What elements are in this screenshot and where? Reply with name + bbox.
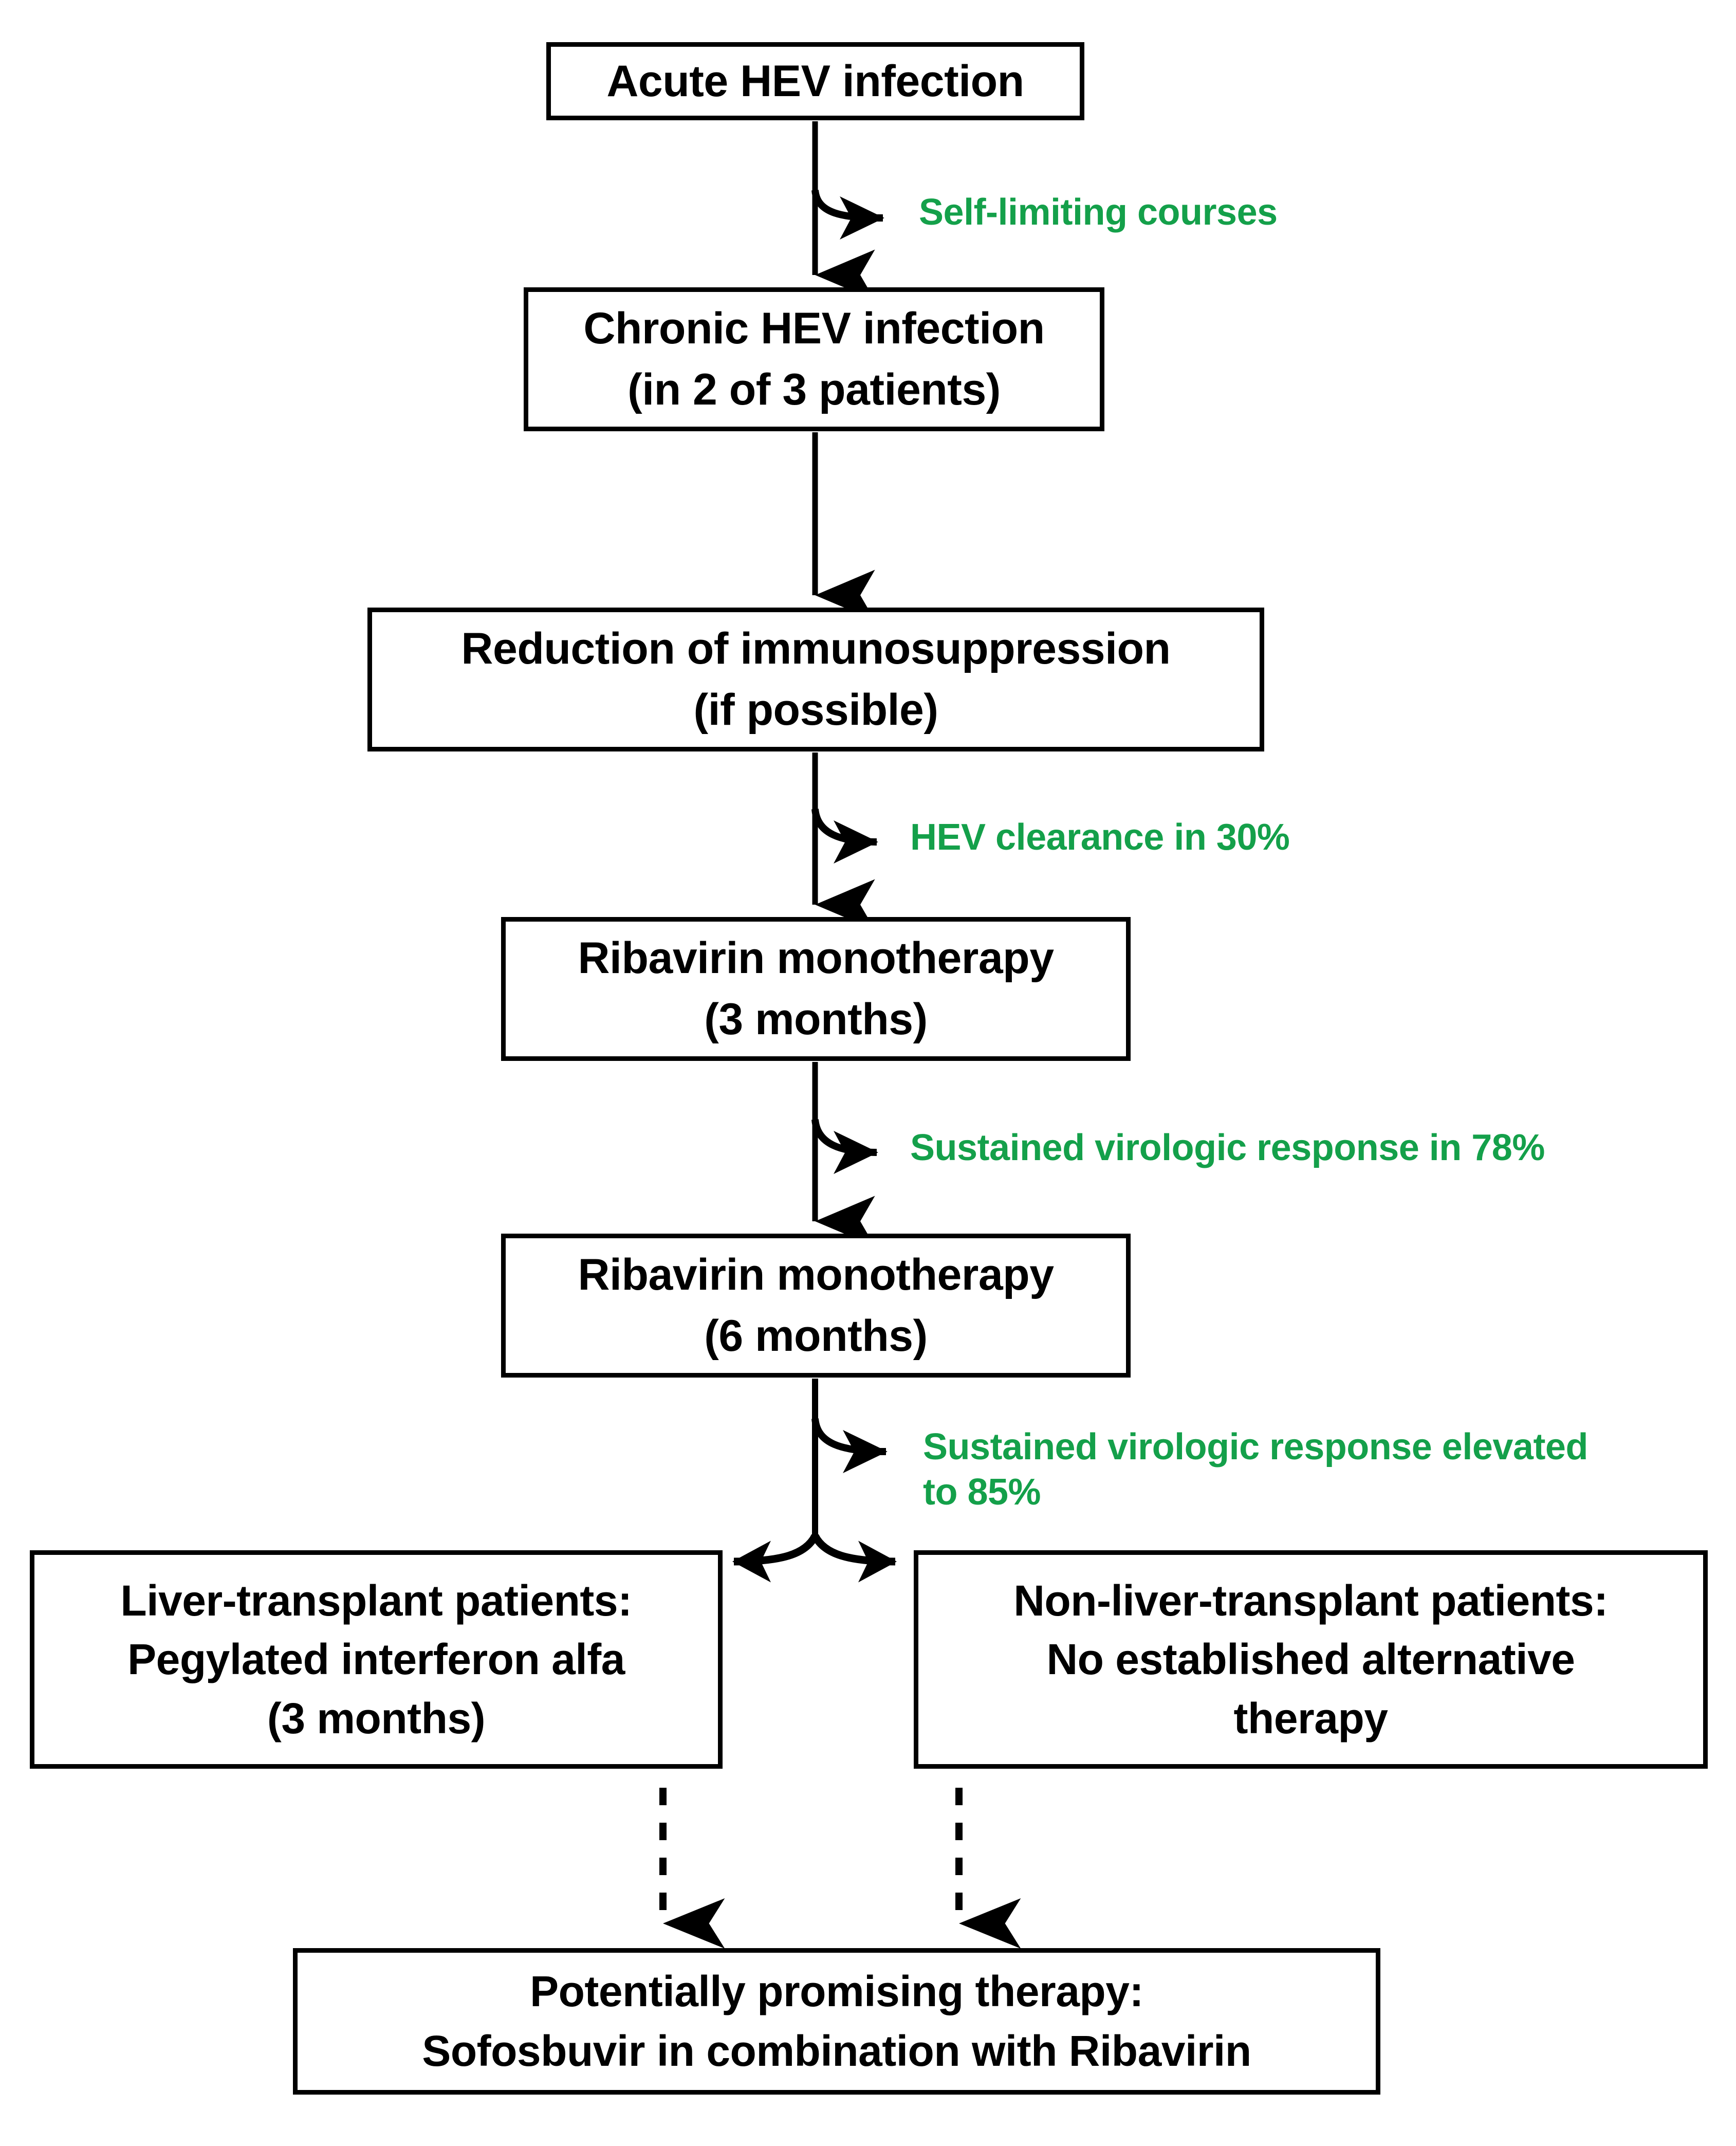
- node-line: No established alternative: [1046, 1635, 1575, 1684]
- annotation-sustained-virologic-response-78-percent: Sustained virologic response in 78%: [910, 1127, 1545, 1168]
- node-reduction-of-immunosuppression[interactable]: Reduction of immunosuppression (if possi…: [367, 608, 1264, 751]
- node-non-liver-transplant-patients[interactable]: Non-liver-transplant patients: No establ…: [914, 1550, 1708, 1769]
- node-line: (6 months): [704, 1311, 928, 1361]
- annotation-self-limiting-courses: Self-limiting courses: [919, 192, 1278, 233]
- annotation-sustained-virologic-response-85-percent: Sustained virologic response elevated to…: [923, 1426, 1588, 1513]
- edge-ribavirin3-to-svr78: [811, 1119, 878, 1174]
- node-acute-hev-infection[interactable]: Acute HEV infection: [546, 42, 1084, 120]
- node-line: Non-liver-transplant patients:: [1013, 1576, 1608, 1625]
- edge-ribavirin6-to-svr85: [811, 1418, 888, 1473]
- node-line: Pegylated interferon alfa: [127, 1635, 625, 1684]
- edge-split-right: [811, 1534, 897, 1583]
- node-ribavirin-monotherapy-3-months[interactable]: Ribavirin monotherapy (3 months): [501, 917, 1131, 1061]
- node-line: Reduction of immunosuppression: [461, 624, 1171, 674]
- node-line: Potentially promising therapy:: [530, 1967, 1143, 2015]
- node-line: Ribavirin monotherapy: [578, 1250, 1054, 1300]
- node-line: Ribavirin monotherapy: [578, 933, 1054, 983]
- node-line: Sofosbuvir in combination with Ribavirin: [422, 2026, 1251, 2075]
- node-chronic-hev-infection[interactable]: Chronic HEV infection (in 2 of 3 patient…: [524, 287, 1104, 431]
- node-line: Liver-transplant patients:: [120, 1576, 632, 1625]
- edge-acute-to-self-limiting: [811, 189, 884, 240]
- node-ribavirin-monotherapy-6-months[interactable]: Ribavirin monotherapy (6 months): [501, 1234, 1131, 1378]
- node-liver-transplant-patients[interactable]: Liver-transplant patients: Pegylated int…: [30, 1550, 723, 1769]
- node-line: (3 months): [267, 1694, 486, 1743]
- edge-reduction-to-clearance: [811, 809, 878, 864]
- node-line: (if possible): [693, 685, 938, 735]
- node-potentially-promising-therapy[interactable]: Potentially promising therapy: Sofosbuvi…: [293, 1948, 1380, 2095]
- node-line: Chronic HEV infection: [583, 304, 1045, 354]
- node-line: therapy: [1233, 1694, 1388, 1743]
- node-line: (in 2 of 3 patients): [627, 365, 1001, 414]
- edge-split-left: [732, 1534, 819, 1583]
- annotation-hev-clearance-30-percent: HEV clearance in 30%: [910, 817, 1290, 858]
- node-line: (3 months): [704, 995, 928, 1044]
- node-line: Acute HEV infection: [606, 56, 1024, 106]
